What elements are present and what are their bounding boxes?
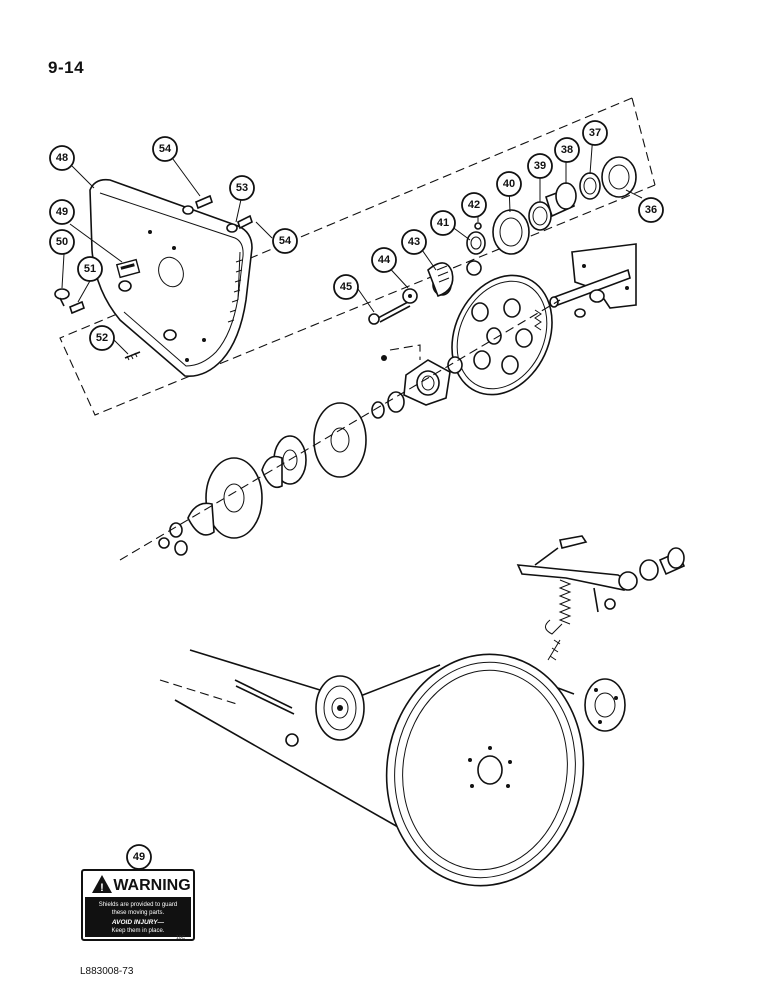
svg-text:39: 39 xyxy=(534,160,546,172)
svg-text:44: 44 xyxy=(378,254,391,266)
callout-37: 37 xyxy=(582,120,608,146)
svg-text:53: 53 xyxy=(236,182,248,194)
callout-54-lower: 54 xyxy=(272,228,298,254)
svg-text:49: 49 xyxy=(56,206,68,218)
callout-41: 41 xyxy=(430,210,456,236)
svg-text:42: 42 xyxy=(468,199,480,211)
callout-42: 42 xyxy=(461,192,487,218)
drive-shield xyxy=(89,178,253,377)
svg-text:36: 36 xyxy=(645,204,657,216)
warning-line-2: these moving parts. xyxy=(112,910,165,916)
callout-36: 36 xyxy=(638,197,664,223)
svg-text:48: 48 xyxy=(56,152,68,164)
sprocket-bolt xyxy=(368,288,418,325)
shaft-key-edge xyxy=(235,685,295,715)
svg-text:45: 45 xyxy=(340,281,352,293)
svg-text:41: 41 xyxy=(437,217,449,229)
large-driven-pulley xyxy=(385,653,585,887)
svg-text:40: 40 xyxy=(503,178,515,190)
shaft-key xyxy=(234,679,293,709)
shield-knob-bolt xyxy=(54,288,85,315)
callout-39: 39 xyxy=(527,153,553,179)
svg-text:!: ! xyxy=(100,882,104,894)
callout-49-decal: 49 xyxy=(126,844,152,870)
pulley-hub xyxy=(557,678,626,732)
svg-text:37: 37 xyxy=(589,127,601,139)
callout-45: 45 xyxy=(333,274,359,300)
large-sprocket xyxy=(451,274,553,396)
svg-text:54: 54 xyxy=(279,235,292,247)
group-boundary-dashed xyxy=(59,97,656,416)
callout-50: 50 xyxy=(49,229,75,255)
page-number: 9-14 xyxy=(48,58,85,77)
warning-decal: ! WARNING Shields are provided to guard … xyxy=(81,869,195,941)
mounting-bracket xyxy=(549,243,637,318)
shield-grommet xyxy=(163,329,177,341)
callout-49: 49 xyxy=(49,199,75,225)
callout-53: 53 xyxy=(229,175,255,201)
callout-40: 40 xyxy=(496,171,522,197)
clutch-axis xyxy=(119,299,561,561)
callout-52: 52 xyxy=(89,325,115,351)
svg-text:50: 50 xyxy=(56,236,68,248)
small-drive-pulley xyxy=(285,675,365,747)
warning-title: WARNING xyxy=(113,877,190,894)
callout-43: 43 xyxy=(401,229,427,255)
bearing-stack xyxy=(427,156,637,298)
warning-line-3: AVOID INJURY— xyxy=(111,919,165,926)
callout-48: 48 xyxy=(49,145,75,171)
warning-triangle-icon xyxy=(92,875,112,893)
callout-54-upper: 54 xyxy=(152,136,178,162)
warning-line-4: Keep them in place. xyxy=(111,928,164,934)
svg-text:51: 51 xyxy=(84,263,96,275)
svg-text:52: 52 xyxy=(96,332,108,344)
slip-clutch-assembly xyxy=(158,391,405,556)
shield-plug xyxy=(118,280,132,292)
svg-text:38: 38 xyxy=(561,144,573,156)
idler-arm xyxy=(516,535,686,661)
shield-decal xyxy=(115,258,141,279)
callout-38: 38 xyxy=(554,137,580,163)
decal-code: 10C xyxy=(176,935,186,941)
svg-text:49: 49 xyxy=(133,851,145,863)
svg-text:43: 43 xyxy=(408,236,420,248)
figure-code: L883008-73 xyxy=(80,966,134,977)
svg-text:54: 54 xyxy=(159,143,172,155)
callout-51: 51 xyxy=(77,256,103,282)
shield-spacers xyxy=(182,194,253,233)
cam-plate xyxy=(427,262,454,298)
callout-44: 44 xyxy=(371,247,397,273)
warning-line-1: Shields are provided to guard xyxy=(99,902,177,908)
